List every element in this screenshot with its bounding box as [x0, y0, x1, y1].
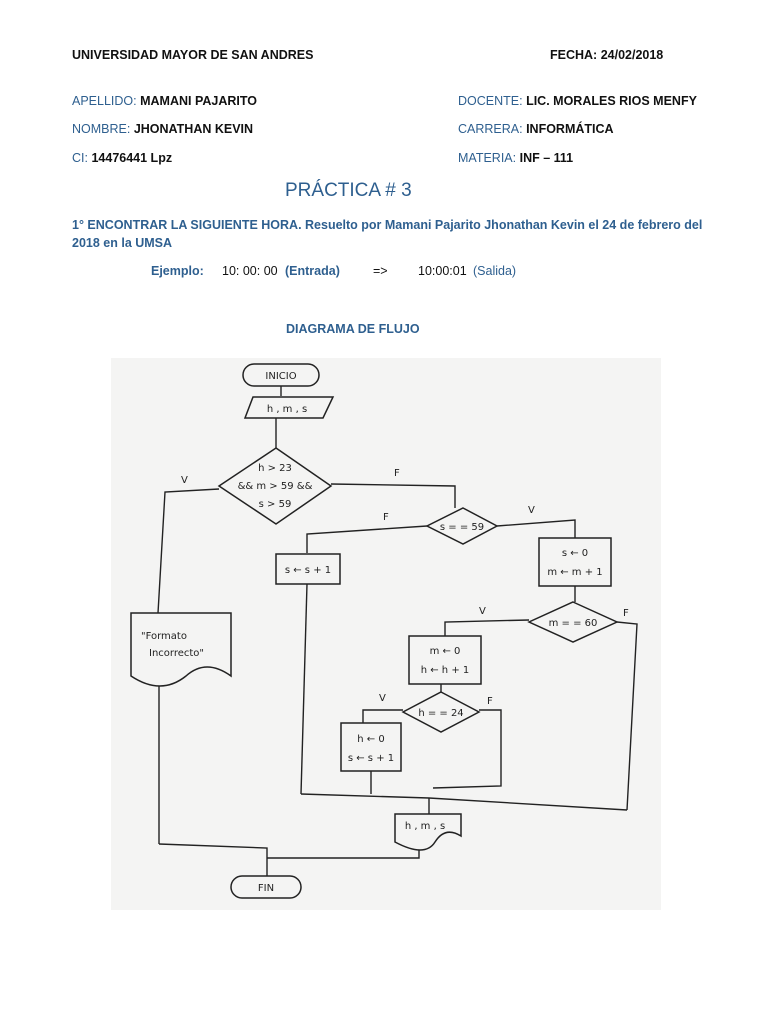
- ci-value: 14476441 Lpz: [91, 151, 173, 165]
- f4-label: F: [487, 696, 493, 707]
- docente-row: DOCENTE: LIC. MORALES RIOS MENFY: [458, 94, 697, 108]
- diagram-title: DIAGRAMA DE FLUJO: [286, 322, 420, 336]
- decision-validate: [217, 447, 333, 525]
- nombre-value: JHONATHAN KEVIN: [133, 122, 254, 136]
- materia-value: INF – 111: [519, 151, 574, 165]
- example-input: 10: 00: 00: [222, 264, 278, 278]
- materia-row: MATERIA: INF – 111: [458, 151, 573, 165]
- v4-label: V: [379, 693, 386, 704]
- date: FECHA: 24/02/2018: [550, 48, 664, 62]
- end-text: FIN: [258, 883, 274, 894]
- f1-label: F: [394, 468, 400, 479]
- cond4-text: h = = 24: [418, 708, 463, 719]
- start-text: INICIO: [265, 371, 296, 382]
- ci-row: CI: 14476441 Lpz: [72, 151, 172, 165]
- connector: [300, 793, 628, 811]
- apellido-value: MAMANI PAJARITO: [140, 94, 258, 108]
- example-arrow: =>: [373, 264, 388, 278]
- statement-line2: 2018 en la UMSA: [72, 236, 173, 250]
- v3-label: V: [479, 606, 486, 617]
- reset-h-line1: h ← 0: [357, 734, 384, 745]
- statement-line1: 1° ENCONTRAR LA SIGUIENTE HORA. Resuelto…: [72, 218, 703, 232]
- connector: [157, 488, 220, 614]
- example-output: 10:00:01: [418, 264, 467, 278]
- v1-label: V: [181, 475, 188, 486]
- process-inc-seconds: [275, 553, 341, 585]
- carrera-label: CARRERA:: [458, 122, 523, 136]
- reset-s-line1: s ← 0: [562, 548, 588, 559]
- materia-label: MATERIA:: [458, 151, 517, 165]
- end-terminal: [230, 875, 302, 899]
- output-text: h , m , s: [405, 821, 445, 832]
- university-name: UNIVERSIDAD MAYOR DE SAN ANDRES: [72, 48, 314, 62]
- example-output-tag: (Salida): [473, 264, 517, 278]
- connector: [496, 519, 576, 538]
- apellido-row: APELLIDO: MAMANI PAJARITO: [72, 94, 257, 108]
- apellido-label: APELLIDO:: [72, 94, 137, 108]
- practice-title: PRÁCTICA # 3: [285, 180, 412, 201]
- reset-m-line1: m ← 0: [430, 646, 461, 657]
- connector: [362, 709, 403, 723]
- cond1-line1: h > 23: [258, 463, 292, 474]
- connector: [444, 619, 530, 636]
- reset-h-line2: s ← s + 1: [348, 753, 394, 764]
- connector: [300, 583, 308, 795]
- carrera-row: CARRERA: INFORMÁTICA: [458, 122, 614, 136]
- docente-value: LIC. MORALES RIOS MENFY: [526, 94, 697, 108]
- reset-m-line2: h ← h + 1: [421, 665, 470, 676]
- ci-label: CI:: [72, 151, 88, 165]
- flowchart-photo: INICIO h , m , s h > 23 && m > 59 && s >…: [111, 358, 661, 910]
- connector: [616, 621, 638, 811]
- connector: [330, 483, 456, 508]
- cond1-line3: s > 59: [259, 499, 292, 510]
- process-reset-seconds: [538, 537, 612, 587]
- nombre-label: NOMBRE:: [72, 122, 131, 136]
- process-reset-minutes: [408, 635, 482, 685]
- flowchart-drawing: INICIO h , m , s h > 23 && m > 59 && s >…: [130, 363, 638, 899]
- connector: [267, 850, 420, 859]
- cond3-text: m = = 60: [549, 618, 598, 629]
- decision-minutes: [527, 601, 619, 643]
- decision-hours: [401, 691, 481, 733]
- input-shape: [243, 396, 335, 419]
- cond1-line2: && m > 59 &&: [238, 481, 313, 492]
- nombre-row: NOMBRE: JHONATHAN KEVIN: [72, 122, 253, 136]
- connector: [306, 525, 428, 553]
- inc-s-text: s ← s + 1: [285, 565, 331, 576]
- example-input-tag: (Entrada): [285, 264, 340, 278]
- reset-s-line2: m ← m + 1: [547, 567, 602, 578]
- decision-seconds: [425, 507, 499, 545]
- error-line1: "Formato: [141, 631, 187, 642]
- cond2-text: s = = 59: [440, 522, 484, 533]
- docente-label: DOCENTE:: [458, 94, 523, 108]
- carrera-value: INFORMÁTICA: [526, 122, 614, 136]
- connector: [158, 843, 268, 876]
- output-display: [394, 813, 462, 851]
- error-display: [130, 612, 232, 687]
- f3-label: F: [623, 608, 629, 619]
- f2-label: F: [383, 512, 389, 523]
- input-text: h , m , s: [267, 404, 307, 415]
- process-reset-hours: [340, 722, 402, 772]
- error-line2: Incorrecto": [149, 648, 204, 659]
- connector: [432, 709, 502, 789]
- example-label: Ejemplo:: [151, 264, 204, 278]
- v2-label: V: [528, 505, 535, 516]
